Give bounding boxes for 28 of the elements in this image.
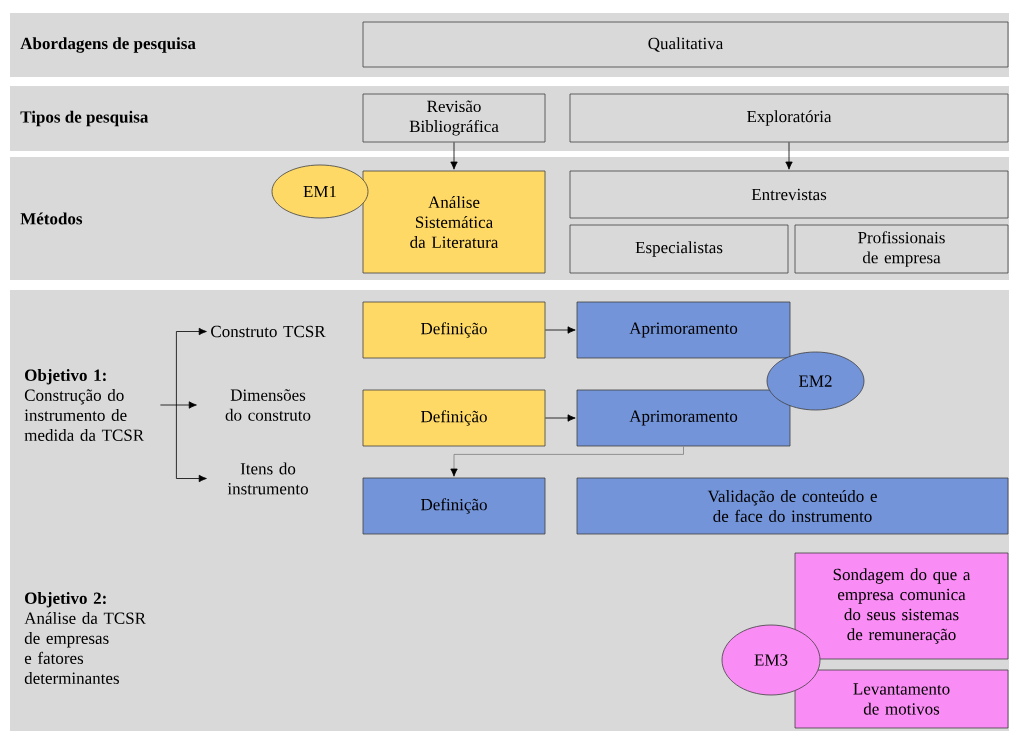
- topic-label: Construto TCSR: [211, 325, 326, 338]
- arrow: [545, 414, 576, 422]
- process-box: Sondagem do que a empresa comunica do seus sistemas de remuneração: [794, 552, 1009, 660]
- arrow: [545, 326, 576, 334]
- process-box: Definição: [362, 301, 546, 359]
- process-box: Especialistas: [569, 224, 789, 274]
- process-box: Aprimoramento: [576, 389, 791, 447]
- process-box: Aprimoramento: [576, 301, 791, 359]
- arrow: [176, 404, 207, 483]
- topic-label: Dimensões do construto: [225, 389, 311, 421]
- process-box: Definição: [362, 477, 546, 535]
- arrow: [176, 327, 207, 406]
- topic-label: Itens do instrumento: [227, 462, 308, 495]
- process-box: Levantamento de motivos: [794, 669, 1009, 729]
- process-box: Revisão Bibliográfica: [362, 93, 546, 143]
- objective-text: Objetivo 2: Análise da TCSR de empresas e fatores determinantes: [24, 592, 146, 684]
- process-box: Exploratória: [569, 93, 1009, 143]
- arrow: [450, 142, 458, 170]
- process-box: Qualitativa: [362, 21, 1009, 68]
- process-box: Profissionais de empresa: [794, 224, 1009, 274]
- process-box: Validação de conteúdo e de face do instrumento: [576, 477, 1009, 535]
- arrow: [785, 142, 793, 170]
- arrow: [160, 401, 197, 409]
- arrow: [450, 446, 684, 477]
- process-box: Análise Sistemática da Literatura: [362, 170, 546, 274]
- process-box: Entrevistas: [569, 170, 1009, 219]
- objective-text: Objetivo 1: Construção do instrumento de medida da TCSR: [24, 369, 145, 441]
- process-box: Definição: [362, 389, 546, 447]
